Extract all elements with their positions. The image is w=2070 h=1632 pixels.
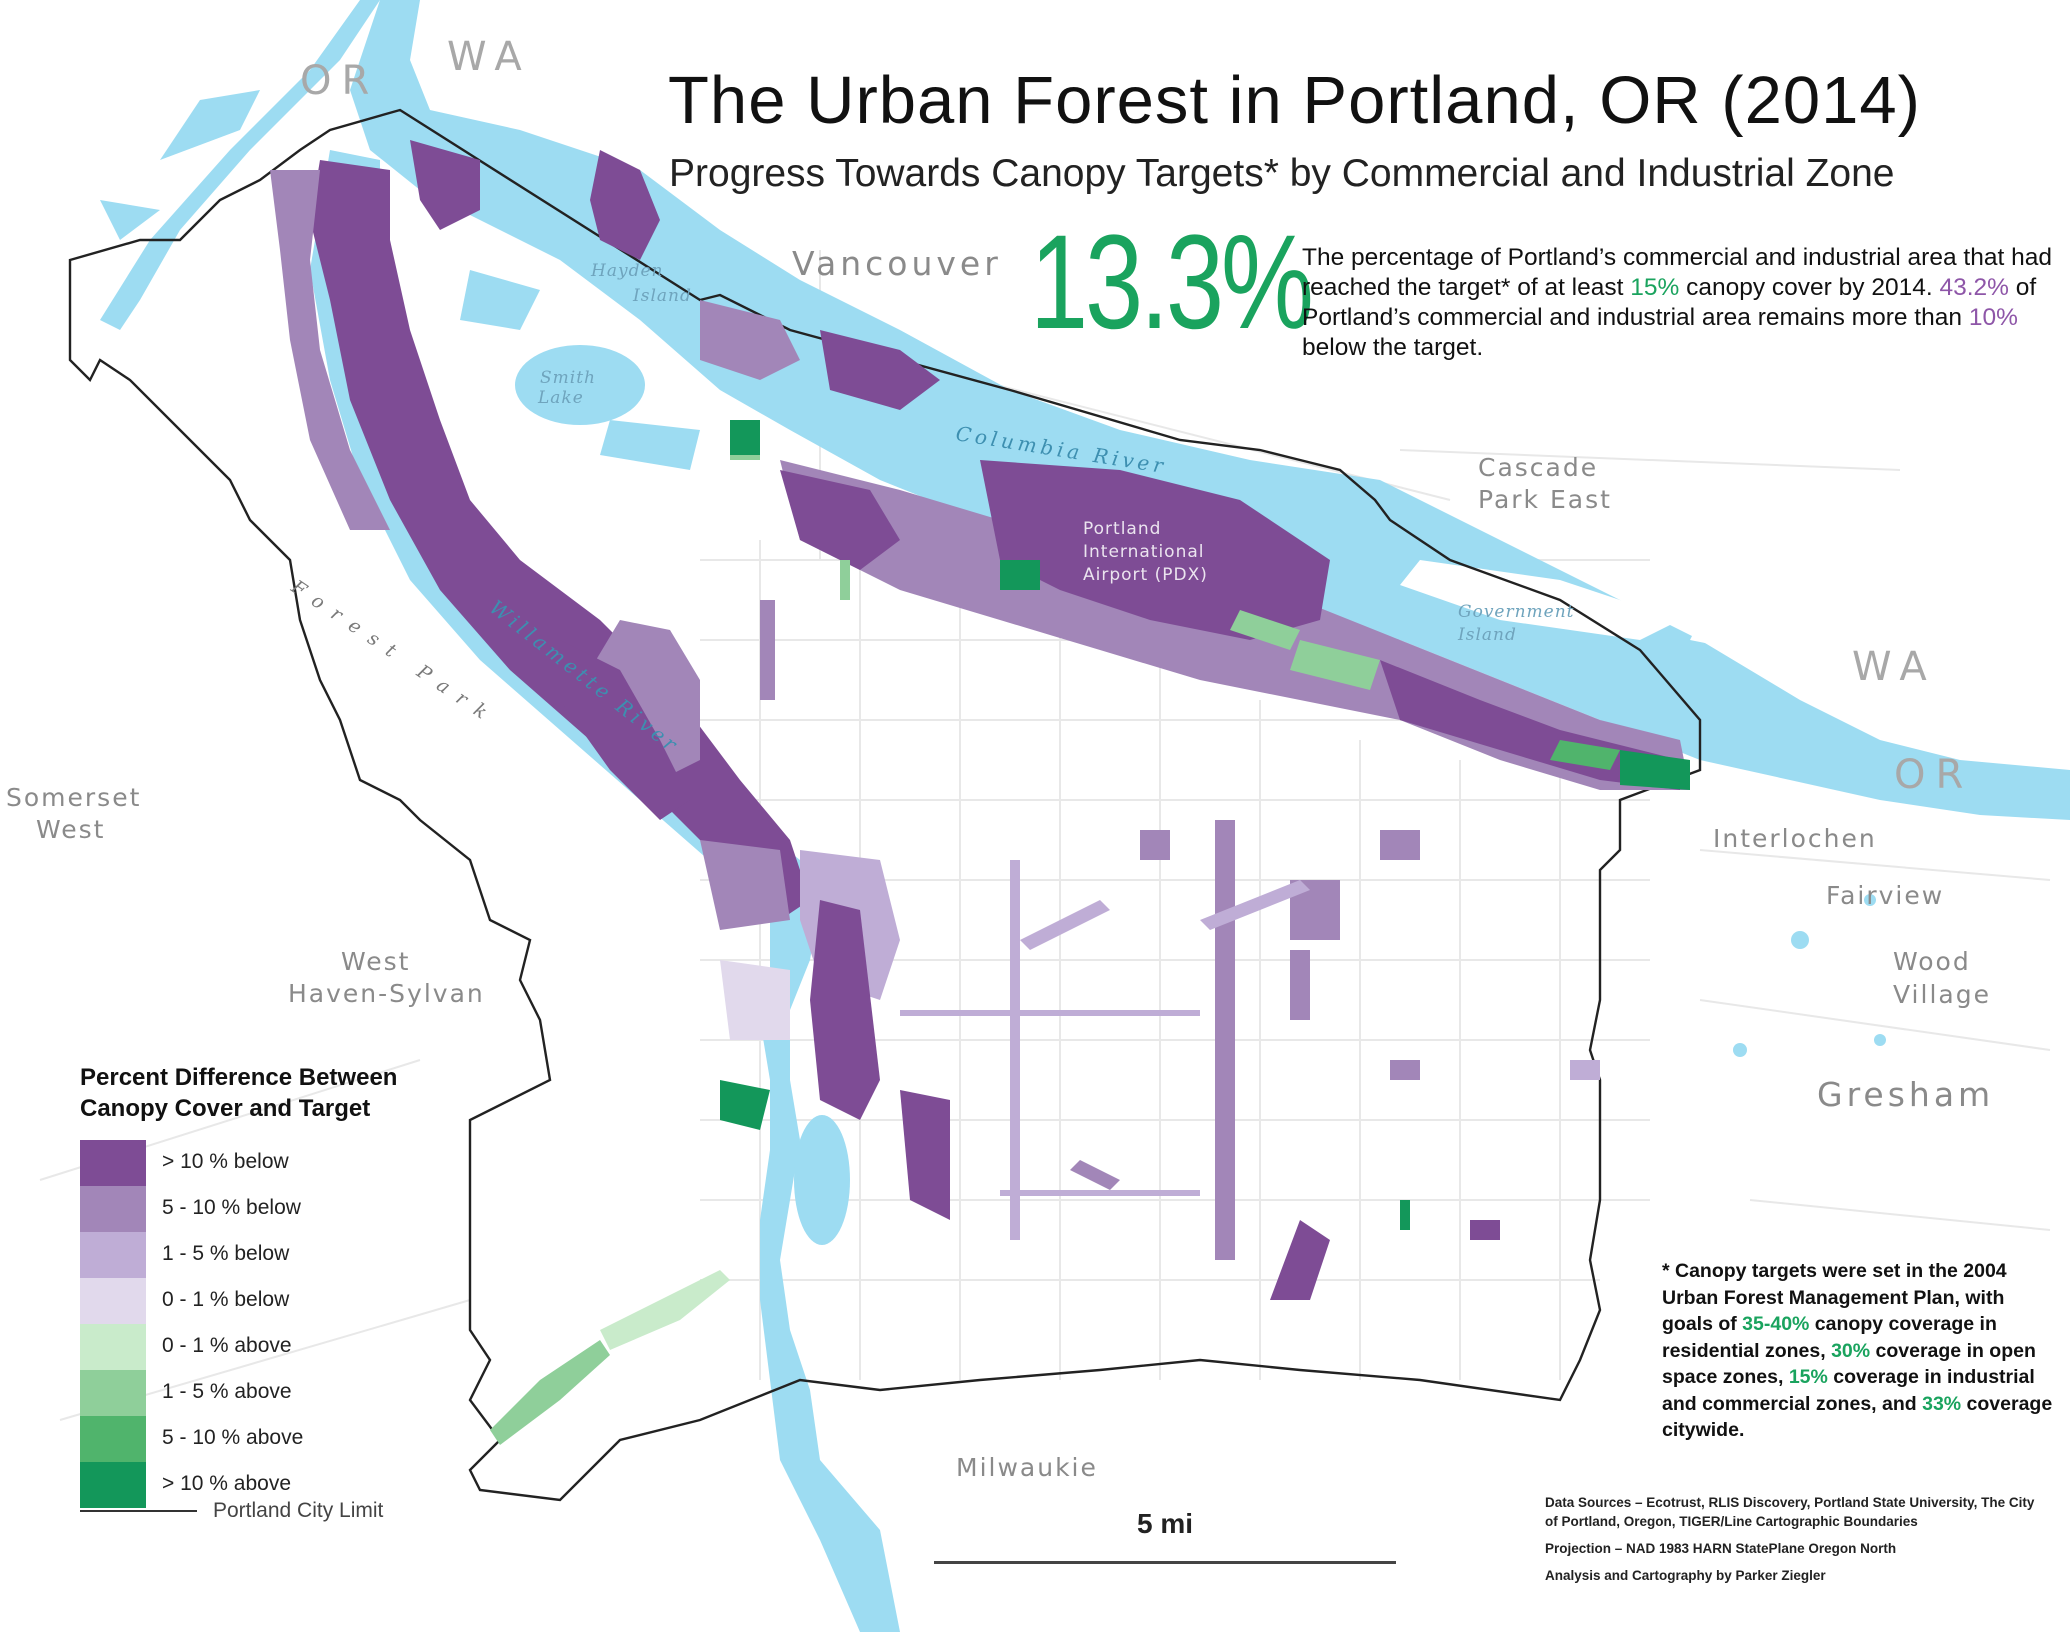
legend-swatch: [80, 1370, 146, 1416]
legend-swatch: [80, 1416, 146, 1462]
label-wood-2: Village: [1893, 980, 1991, 1009]
label-pdx-1: Portland: [1083, 519, 1161, 539]
label-gov-2: Island: [1457, 625, 1517, 645]
legend-label: 0 - 1 % below: [162, 1288, 290, 1311]
headline-stat: 13.3%: [1030, 208, 1314, 357]
label-hayden-2: Island: [632, 286, 692, 306]
stat-text-2: canopy cover by 2014.: [1679, 274, 1940, 301]
label-milwaukie: Milwaukie: [956, 1453, 1098, 1482]
legend-swatch: [80, 1186, 146, 1232]
legend-city-limit: Portland City Limit: [80, 1496, 500, 1526]
footnote-citywide: 33%: [1922, 1392, 1962, 1415]
legend-label: 0 - 1 % above: [162, 1334, 292, 1357]
label-westhaven-2: Haven-Sylvan: [288, 979, 485, 1008]
label-somerset-2: West: [36, 815, 105, 844]
legend: Percent Difference Between Canopy Cover …: [80, 1062, 440, 1522]
label-pdx-3: Airport (PDX): [1083, 565, 1208, 585]
legend-label: 5 - 10 % above: [162, 1426, 304, 1449]
legend-swatch: [80, 1140, 146, 1186]
legend-item: 0 - 1 % below: [80, 1278, 440, 1324]
legend-item: 0 - 1 % above: [80, 1324, 440, 1370]
legend-items: > 10 % below 5 - 10 % below 1 - 5 % belo…: [80, 1140, 440, 1508]
label-smith-1: Smith: [540, 368, 596, 388]
sources-data: Data Sources – Ecotrust, RLIS Discovery,…: [1545, 1495, 2035, 1529]
legend-swatch: [80, 1324, 146, 1370]
label-wood-1: Wood: [1893, 947, 1971, 976]
headline-stat-description: The percentage of Portland’s commercial …: [1302, 243, 2062, 363]
footnote-text-4: coverage in industrial and commercial zo…: [1662, 1366, 2035, 1415]
city-limit-line: [68, 108, 1702, 1502]
label-smith-2: Lake: [537, 388, 584, 408]
stat-target: 15%: [1630, 274, 1680, 301]
legend-item: 1 - 5 % below: [80, 1232, 440, 1278]
footnote-residential: 35-40%: [1742, 1313, 1810, 1335]
city-limit-label: Portland City Limit: [213, 1499, 384, 1522]
label-cascade-1: Cascade: [1478, 453, 1598, 482]
sources-credit: Analysis and Cartography by Parker Ziegl…: [1545, 1568, 1826, 1583]
legend-title: Percent Difference Between Canopy Cover …: [80, 1064, 398, 1122]
legend-item: 1 - 5 % above: [80, 1370, 440, 1416]
sources: Data Sources – Ecotrust, RLIS Discovery,…: [1545, 1493, 2045, 1593]
label-fairview: Fairview: [1826, 881, 1944, 910]
sources-projection: Projection – NAD 1983 HARN StatePlane Or…: [1545, 1541, 1897, 1556]
stat-text-1: The percentage of Portland’s commercial …: [1302, 244, 2052, 301]
footnote-text-5: coverage citywide.: [1662, 1392, 2053, 1442]
canopy-zones: [270, 140, 1690, 1445]
legend-item: > 10 % above: [80, 1462, 440, 1508]
legend-label: 1 - 5 % above: [162, 1380, 292, 1403]
stat-text-3: of Portland’s commercial and industrial …: [1302, 274, 2037, 331]
footnote-industrial: 15%: [1788, 1366, 1828, 1388]
stat-below-threshold: 10%: [1968, 304, 2018, 331]
label-wa-right: WA: [1852, 644, 1937, 690]
label-interlochen: Interlochen: [1713, 824, 1877, 853]
stat-below-share: 43.2%: [1939, 274, 2009, 301]
footnote-text-2: canopy coverage in residential zones,: [1662, 1313, 1997, 1362]
footnote: * Canopy targets were set in the 2004 Ur…: [1662, 1258, 2057, 1444]
legend-swatch: [80, 1278, 146, 1324]
label-gresham: Gresham: [1817, 1075, 1994, 1114]
scale-bar: 5 mi: [934, 1508, 1396, 1568]
legend-item: > 10 % below: [80, 1140, 440, 1186]
legend-swatch: [80, 1232, 146, 1278]
legend-label: > 10 % below: [162, 1150, 289, 1173]
legend-item: 5 - 10 % below: [80, 1186, 440, 1232]
label-wa-top: WA: [447, 34, 532, 80]
label-vancouver: Vancouver: [792, 244, 1002, 283]
city-limit-swatch: [80, 1510, 197, 1512]
label-westhaven-1: West: [341, 947, 410, 976]
label-cascade-2: Park East: [1478, 485, 1612, 514]
label-or-top: OR: [300, 58, 379, 104]
label-pdx-2: International: [1083, 542, 1205, 562]
footnote-text-3: coverage in open space zones,: [1662, 1339, 2036, 1389]
legend-swatch: [80, 1462, 146, 1508]
legend-label: 1 - 5 % below: [162, 1242, 290, 1265]
stat-text-4: below the target.: [1302, 334, 1484, 361]
legend-item: 5 - 10 % above: [80, 1416, 440, 1462]
label-hayden-1: Hayden: [590, 261, 663, 281]
label-or-right: OR: [1894, 752, 1973, 798]
scale-bar-line: [934, 1561, 1396, 1564]
legend-label: 5 - 10 % below: [162, 1196, 301, 1219]
map-title: The Urban Forest in Portland, OR (2014): [668, 63, 1921, 138]
footnote-text-1: * Canopy targets were set in the 2004 Ur…: [1662, 1260, 2007, 1335]
scale-label: 5 mi: [1136, 1508, 1194, 1539]
footnote-open-space: 30%: [1831, 1339, 1871, 1362]
label-somerset-1: Somerset: [6, 783, 141, 812]
legend-label: > 10 % above: [162, 1472, 292, 1495]
label-gov-1: Government: [1458, 602, 1575, 622]
map-subtitle: Progress Towards Canopy Targets* by Comm…: [669, 152, 1895, 195]
